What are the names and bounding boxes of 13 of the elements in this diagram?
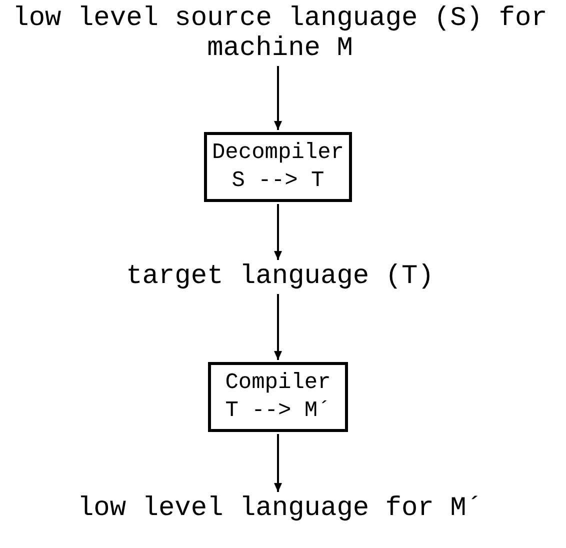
arrow	[274, 294, 282, 360]
arrow	[274, 204, 282, 260]
box-label: T --> M´	[225, 397, 331, 425]
process-box	[208, 362, 348, 432]
box-label: Compiler	[225, 369, 331, 397]
text-label: target language (T)	[126, 262, 434, 292]
arrow	[274, 66, 282, 130]
box-label: S --> T	[232, 167, 324, 195]
box-label: Decompiler	[212, 139, 344, 167]
process-box	[204, 132, 352, 202]
arrow	[274, 434, 282, 492]
text-label: low level language for M´	[77, 494, 483, 524]
text-label: low level source language (S) for machine M	[12, 4, 548, 64]
